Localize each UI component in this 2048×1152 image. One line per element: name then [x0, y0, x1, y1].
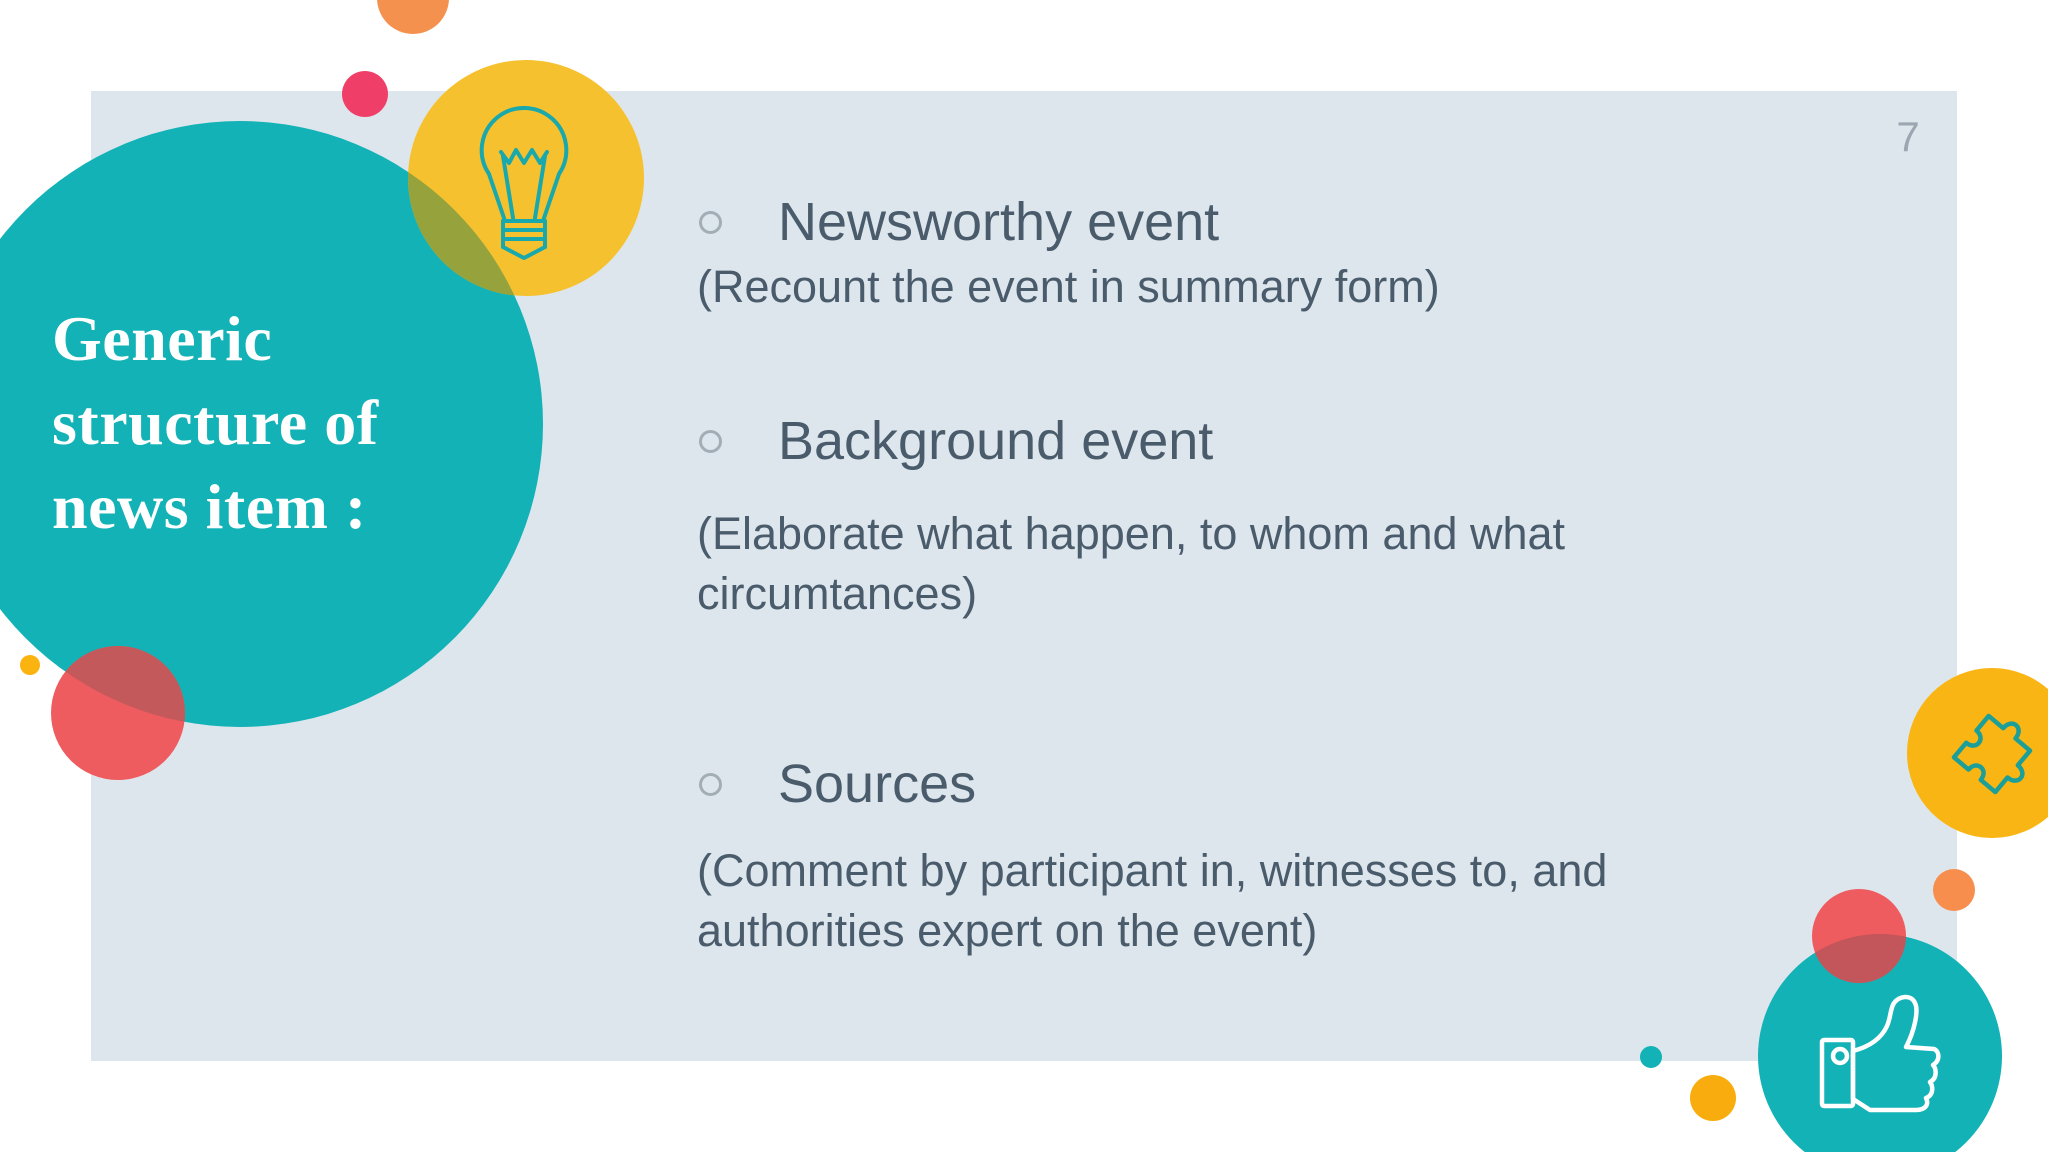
slide-title: Generic structure of news item :	[52, 297, 532, 549]
bullet-circle-icon	[699, 429, 722, 453]
bullet-item-background-event: Background event	[699, 410, 1213, 472]
title-line-3: news item :	[52, 471, 367, 542]
orange-circle-top	[377, 0, 449, 34]
description-line: authorities expert on the event)	[697, 905, 1318, 956]
description-line: (Elaborate what happen, to whom and what	[697, 508, 1566, 559]
puzzle-piece-icon	[1951, 713, 2033, 795]
title-line-2: structure of	[52, 387, 379, 458]
bullet-item-sources: Sources	[699, 753, 976, 815]
bullet-heading: Newsworthy event	[778, 192, 1220, 252]
yellow-dot-left	[20, 655, 40, 675]
bullet-heading: Background event	[778, 411, 1214, 471]
bullet-circle-icon	[699, 772, 722, 796]
yellow-dot-bottom	[1690, 1075, 1736, 1121]
title-line-1: Generic	[52, 303, 273, 374]
bullet-item-newsworthy-event: Newsworthy event	[699, 191, 1219, 253]
description-line: (Comment by participant in, witnesses to…	[697, 845, 1608, 896]
bullet-description: (Elaborate what happen, to whom and what…	[697, 504, 1565, 624]
bullet-circle-icon	[699, 210, 722, 234]
bullet-heading: Sources	[778, 754, 977, 814]
bullet-description: (Recount the event in summary form)	[697, 257, 1440, 317]
description-line: (Recount the event in summary form)	[697, 261, 1440, 312]
description-line: circumtances)	[697, 568, 978, 619]
bullet-description: (Comment by participant in, witnesses to…	[697, 841, 1607, 961]
page-number: 7	[1896, 113, 1920, 160]
